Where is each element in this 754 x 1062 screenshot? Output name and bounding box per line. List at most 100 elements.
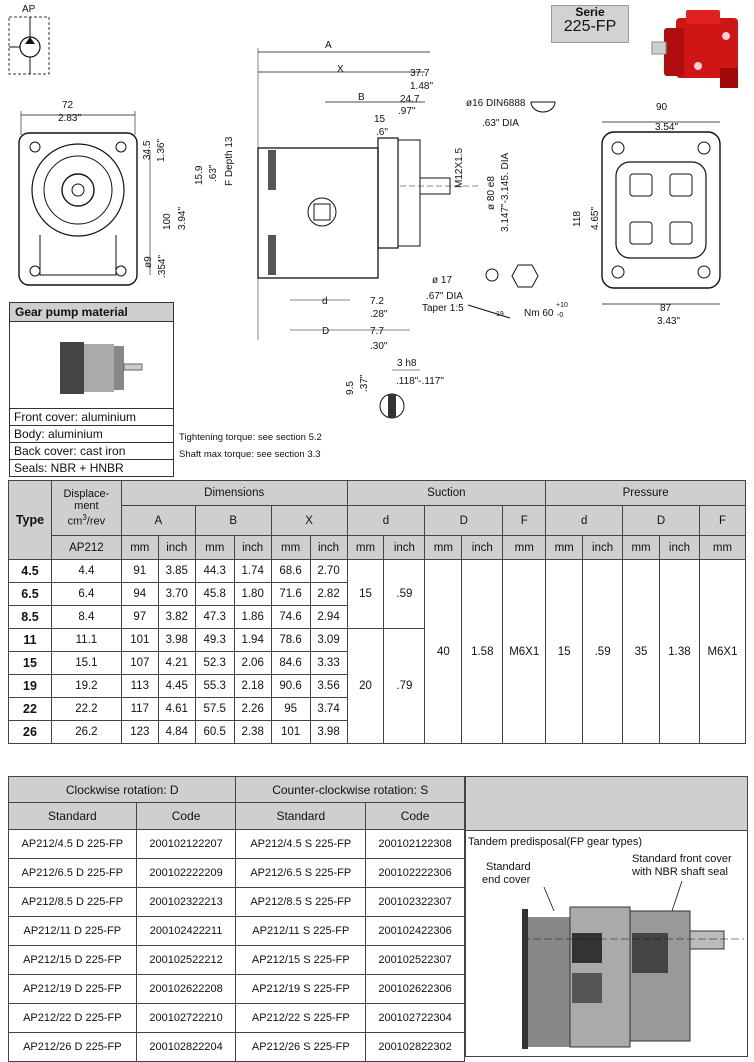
cell: 55.3 [194, 674, 235, 698]
cell-disp: 6.4 [50, 582, 122, 606]
cell-type: 4.5 [8, 559, 52, 583]
cell: 200102622208 [135, 974, 237, 1004]
tol-plus: +10 [556, 302, 568, 309]
col-pre-F: F [698, 505, 747, 536]
cell: 57.5 [194, 697, 235, 721]
rear-height-mm: 118 [572, 211, 583, 227]
cell: AP212/15 D 225-FP [8, 945, 137, 975]
cell-suc-F: M6X1 [502, 559, 547, 744]
cell: AP212/11 S 225-FP [235, 916, 367, 946]
unit-mm: mm [502, 535, 547, 560]
cell-disp: 26.2 [50, 720, 122, 744]
cell-pre-d-mm: 15 [545, 559, 584, 744]
cell: 3.09 [309, 628, 348, 652]
rear-view-drawing [601, 121, 721, 305]
ap-symbol-icon [8, 16, 50, 75]
front-h2-mm: 100 [162, 213, 173, 230]
unit-mm: mm [194, 535, 235, 560]
disp-label-2: ment [74, 500, 99, 513]
col-displacement: Displace- ment cm3/rev [50, 480, 122, 536]
cell: 200102222209 [135, 858, 237, 888]
cell-disp: 15.1 [50, 651, 122, 675]
cell: 68.6 [270, 559, 311, 583]
pump-cutaway-image [10, 322, 173, 409]
cell: 101 [120, 628, 159, 652]
series-badge: Serie 225-FP [551, 5, 629, 43]
disp-label-3: cm [67, 515, 83, 528]
dim-dia16: .63" DIA [482, 118, 519, 129]
front-h3-in: .354" [157, 254, 168, 278]
tol-minus: -0 [557, 312, 564, 319]
cell: 200102522307 [365, 945, 465, 975]
cell: AP212/19 D 225-FP [8, 974, 137, 1004]
cell-type: 22 [8, 697, 52, 721]
front-h1-in: 1.36" [156, 138, 167, 162]
unit-inch: inch [383, 535, 426, 560]
rear-height-in: 4.65" [590, 206, 601, 230]
cell: 200102822204 [135, 1032, 237, 1062]
key-9-5: 9.5 [345, 381, 356, 395]
dim-phi17: ø 17 [432, 275, 453, 286]
dim-1-48: 1.48" [410, 81, 434, 92]
unit-mm: mm [270, 535, 311, 560]
codes-table: Clockwise rotation: D Counter-clockwise … [7, 776, 465, 1062]
cell: 200102522212 [135, 945, 237, 975]
cell: AP212/22 D 225-FP [8, 1003, 137, 1033]
cell: 2.18 [233, 674, 272, 698]
col-X: X [270, 505, 348, 536]
cell: 47.3 [194, 605, 235, 629]
key-h8: 3 h8 [397, 358, 417, 369]
col-pre-D: D [622, 505, 700, 536]
cell-pre-F: M6X1 [698, 559, 747, 744]
cell: AP212/4.5 D 225-FP [8, 829, 137, 859]
cell: 2.82 [309, 582, 348, 606]
cell-suc-d-top-mm: 15 [346, 559, 385, 629]
cell: 113 [120, 674, 159, 698]
std-front-cover-1: Standard front cover [632, 853, 732, 865]
dim-taper: Taper 1:5 [422, 303, 464, 314]
front-h2-in: 3.94" [177, 206, 188, 230]
col-pressure: Pressure [545, 480, 746, 506]
cell: 200102422211 [135, 916, 237, 946]
unit-inch: inch [233, 535, 272, 560]
dim-7-7: 7.7 [370, 326, 384, 337]
cell: 200102222306 [365, 858, 465, 888]
cell: 60.5 [194, 720, 235, 744]
cw-header: Clockwise rotation: D [7, 776, 237, 803]
cell-type: 15 [8, 651, 52, 675]
cell: 1.86 [233, 605, 272, 629]
std-end-cover-2: end cover [482, 874, 531, 886]
cell-suc-d-top-in: .59 [383, 559, 426, 629]
rear-bottom-mm: 87 [660, 303, 672, 314]
unit-inch: inch [461, 535, 504, 560]
disp-label-1: Displace- [63, 488, 110, 501]
series-label: Serie [575, 5, 605, 19]
dim-D: D [322, 326, 330, 337]
cell: AP212/11 D 225-FP [8, 916, 137, 946]
cell-suc-d-bot-mm: 20 [346, 628, 385, 744]
col-suc-D: D [424, 505, 504, 536]
cell: 200102422306 [365, 916, 465, 946]
dim-7-2: 7.2 [370, 296, 384, 307]
cell: 1.94 [233, 628, 272, 652]
cell-disp: 19.2 [50, 674, 122, 698]
cell: 3.56 [309, 674, 348, 698]
col-suc-F: F [502, 505, 547, 536]
cell: AP212/22 S 225-FP [235, 1003, 367, 1033]
cell-pre-D-mm: 35 [622, 559, 661, 744]
rear-width-mm: 90 [656, 102, 668, 113]
unit-mm: mm [545, 535, 584, 560]
material-body: Body: aluminium [10, 426, 173, 443]
col-pre-d: d [545, 505, 624, 536]
woodruff-key-icon [530, 101, 556, 113]
cell: 107 [120, 651, 159, 675]
cell: 3.98 [309, 720, 348, 744]
side-view-drawing [257, 48, 539, 340]
